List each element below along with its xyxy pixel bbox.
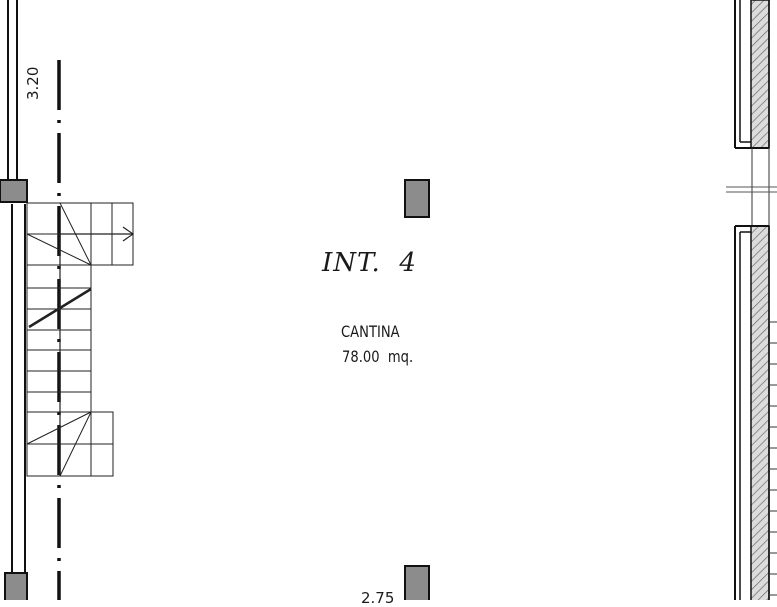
staircase: [26, 202, 135, 477]
column-top: [404, 179, 430, 218]
unit-title: INT. 4: [322, 248, 417, 278]
room-name: CANTINA: [341, 322, 400, 341]
dimension-label-left: 3.20: [24, 66, 42, 100]
room-area: 78.00 mq.: [342, 347, 414, 366]
column-bottom: [404, 565, 430, 600]
left-pillar-top: [0, 179, 28, 203]
dimension-label-bottom: 2.75: [361, 589, 395, 607]
right-wall: [726, 0, 777, 600]
left-wall: [7, 0, 26, 572]
left-pillar-bottom: [4, 572, 28, 600]
